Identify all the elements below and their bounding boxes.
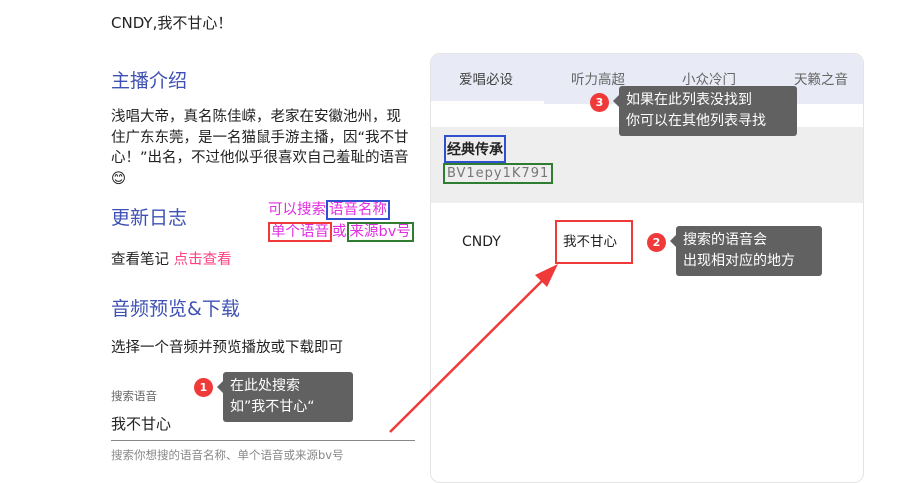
search-field[interactable]: 搜索语音 我不甘心 搜索你想搜的语音名称、单个语音或来源bv号: [111, 388, 415, 463]
tip-badge-1: 1: [194, 378, 213, 397]
view-notes-link[interactable]: 点击查看: [173, 252, 232, 268]
group-header: [431, 127, 863, 203]
annotation-single-voice: 单个语音: [268, 222, 332, 242]
tab-xiaozhong[interactable]: 小众冷门: [682, 72, 736, 88]
download-heading: 音频预览&下载: [111, 298, 240, 320]
intro-text: 浅唱大帝，真名陈佳嵘，老家在安徽池州，现住广东东莞，是一名猫鼠手游主播，因“我不…: [111, 109, 409, 187]
tip-badge-3: 3: [590, 93, 609, 112]
tab-aichang[interactable]: 爱唱必设: [459, 72, 513, 88]
annotation-text: 或: [332, 224, 347, 240]
tab-tingli[interactable]: 听力高超: [571, 72, 625, 88]
tip-text: 出现相对应的地方: [683, 253, 795, 269]
tab-indicator: [431, 101, 544, 104]
changelog-row: 查看笔记 点击查看: [111, 250, 232, 271]
arrow-icon: [389, 264, 558, 433]
annotation-text: 可以搜索: [268, 202, 326, 218]
intro-heading: 主播介绍: [111, 70, 188, 92]
changelog-heading: 更新日志: [111, 207, 188, 229]
tab-tianlai[interactable]: 天籁之音: [794, 72, 848, 88]
tip-text: 搜索的语音会: [683, 232, 767, 248]
tip-2: 搜索的语音会出现相对应的地方: [670, 226, 822, 276]
result-author: CNDY: [462, 234, 501, 250]
search-hint: 搜索你想搜的语音名称、单个语音或来源bv号: [111, 448, 344, 462]
tip-text: 在此处搜索: [230, 378, 300, 394]
search-input[interactable]: 我不甘心: [111, 404, 415, 441]
result-voice-item[interactable]: 我不甘心: [555, 220, 633, 264]
tip-text: 如果在此列表没找到: [626, 92, 752, 108]
tip-badge-2: 2: [647, 233, 666, 252]
tip-1: 在此处搜索如”我不甘心“: [217, 372, 353, 422]
tip-text: 你可以在其他列表寻找: [626, 113, 766, 129]
annotation-bv: 来源bv号: [346, 222, 414, 242]
search-label: 搜索语音: [111, 389, 157, 403]
tip-text: 如”我不甘心“: [230, 399, 315, 415]
search-annotation: 可以搜索语音名称 单个语音或来源bv号: [268, 199, 414, 243]
annotation-voice-name: 语音名称: [326, 200, 390, 220]
group-bv: BV1epy1K791: [443, 163, 554, 184]
download-text: 选择一个音频并预览播放或下载即可: [111, 340, 343, 356]
page-title: CNDY,我不甘心！: [111, 14, 233, 32]
group-title: 经典传承: [444, 135, 506, 163]
changelog-label: 查看笔记: [111, 252, 169, 268]
tip-3: 如果在此列表没找到你可以在其他列表寻找: [613, 86, 797, 136]
